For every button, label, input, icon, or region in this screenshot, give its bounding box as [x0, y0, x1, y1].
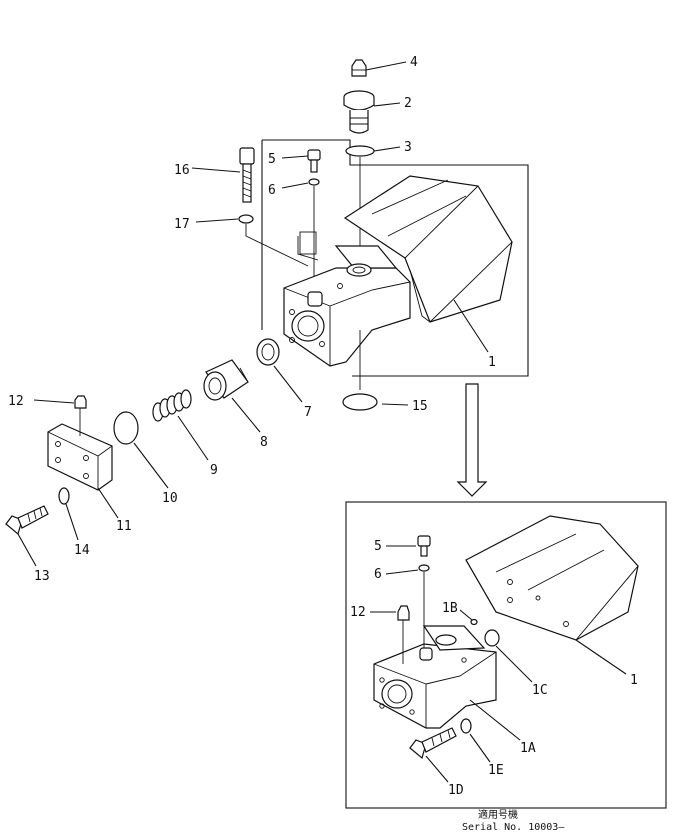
- part-4-fitting: [351, 59, 367, 77]
- label-2: 2: [404, 96, 412, 111]
- detail-o-ring-1C: [484, 629, 500, 647]
- detail-label-12: 12: [350, 605, 366, 620]
- part-14-washer: [58, 487, 70, 505]
- part-13-bolt: [5, 505, 49, 536]
- label-17: 17: [174, 217, 190, 232]
- part-7-seal: [256, 338, 280, 366]
- label-6: 6: [268, 183, 276, 198]
- assembly-frame-line: [261, 139, 529, 377]
- detail-bolt-1D: [409, 727, 457, 760]
- part-9-spring: [152, 389, 192, 422]
- part-8-sleeve: [203, 359, 249, 401]
- part-2-plug: [343, 90, 375, 134]
- detail-label-1A: 1A: [520, 741, 536, 756]
- leader-lines: [17, 61, 627, 783]
- label-4: 4: [410, 55, 418, 70]
- detail-cover: [465, 515, 639, 641]
- detail-label-1C: 1C: [532, 683, 548, 698]
- valve-body: [283, 231, 411, 367]
- detail-bolt-5: [417, 535, 431, 557]
- guide-line-bolt-16: [245, 224, 309, 267]
- label-12: 12: [8, 394, 24, 409]
- label-5: 5: [268, 152, 276, 167]
- detail-label-1D: 1D: [448, 783, 464, 798]
- part-16-bolt: [239, 147, 255, 203]
- label-9: 9: [210, 463, 218, 478]
- detail-label-1E: 1E: [488, 763, 504, 778]
- detail-body: [373, 625, 497, 729]
- part-1-cover: [343, 175, 513, 323]
- label-13: 13: [34, 569, 50, 584]
- down-arrow-icon: [456, 383, 488, 497]
- detail-label-1B: 1B: [442, 601, 458, 616]
- detail-part-1B: [470, 618, 478, 626]
- part-12-fitting: [74, 395, 87, 436]
- detail-box: [345, 501, 667, 809]
- detail-washer-1E: [460, 718, 472, 734]
- part-10-o-ring: [113, 411, 139, 445]
- part-17-washer: [238, 214, 254, 224]
- part-6-o-ring: [308, 178, 320, 186]
- label-8: 8: [260, 435, 268, 450]
- label-10: 10: [162, 491, 178, 506]
- detail-label-6: 6: [374, 567, 382, 582]
- label-3: 3: [404, 140, 412, 155]
- detail-o-ring-6: [418, 564, 430, 572]
- detail-label-1: 1: [630, 673, 638, 688]
- serial-note-jp: 適用号機: [478, 808, 518, 821]
- label-11: 11: [116, 519, 132, 534]
- label-1: 1: [488, 355, 496, 370]
- part-11-plate: [47, 423, 113, 491]
- part-15-o-ring: [342, 393, 378, 411]
- detail-label-5: 5: [374, 539, 382, 554]
- label-7: 7: [304, 405, 312, 420]
- label-14: 14: [74, 543, 90, 558]
- part-5-bolt: [307, 149, 321, 173]
- part-3-o-ring: [345, 145, 375, 157]
- label-15: 15: [412, 399, 428, 414]
- serial-note-en: Serial No. 10003—: [462, 822, 565, 832]
- label-16: 16: [174, 163, 190, 178]
- detail-fitting-12: [397, 605, 410, 664]
